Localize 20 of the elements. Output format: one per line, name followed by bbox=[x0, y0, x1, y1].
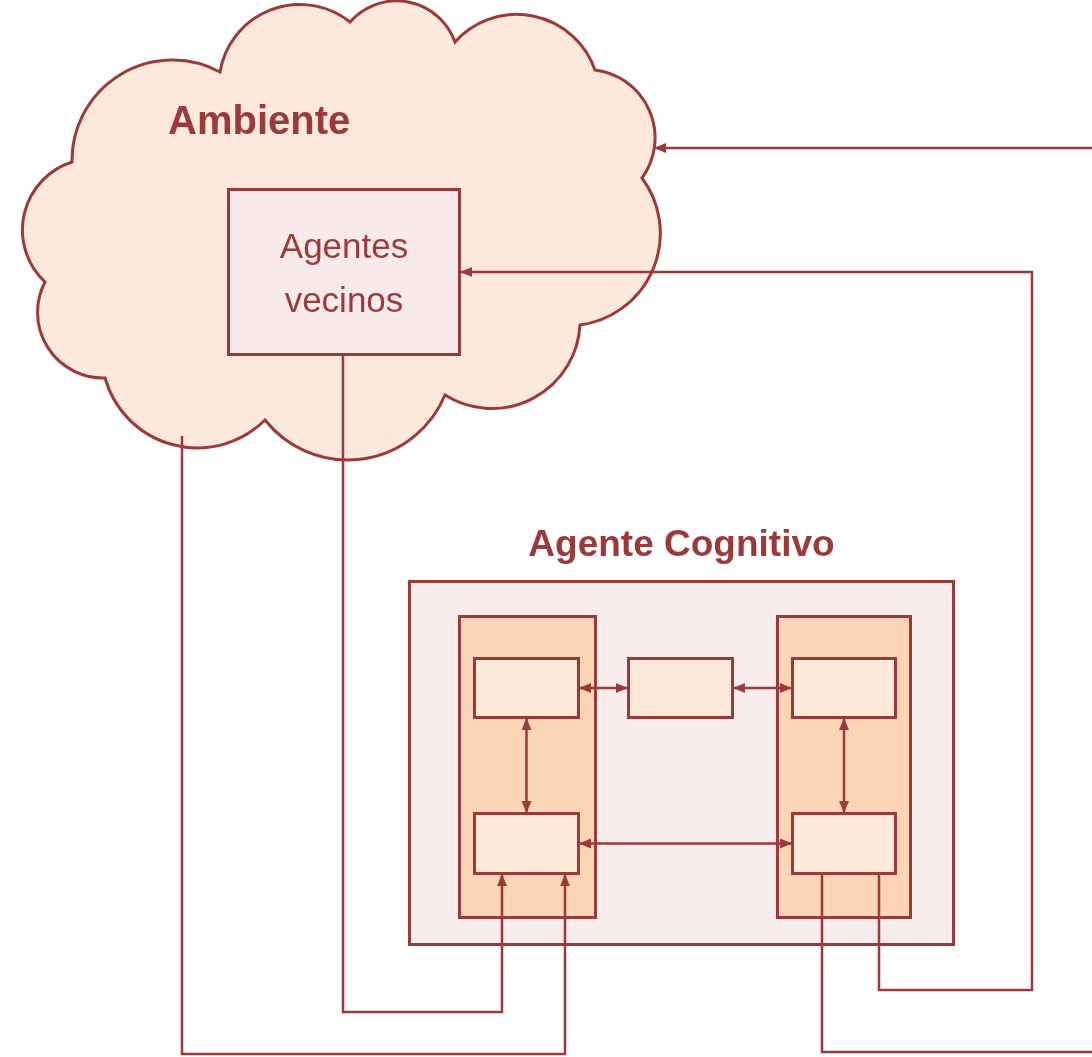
connector-arrow bbox=[459, 267, 1034, 992]
connector-arrow bbox=[732, 683, 793, 693]
module-box bbox=[473, 657, 580, 719]
connector-arrow bbox=[578, 683, 629, 693]
module-box bbox=[791, 657, 897, 719]
connector-arrow bbox=[180, 436, 570, 1056]
connector-arrow bbox=[341, 356, 507, 1014]
agent-title: Agente Cognitivo bbox=[528, 523, 835, 565]
connector-arrow bbox=[521, 717, 532, 814]
module-box bbox=[473, 812, 580, 875]
connector-arrow bbox=[653, 143, 1092, 1054]
column-box bbox=[776, 615, 912, 919]
cloud-title: Ambiente bbox=[168, 98, 351, 143]
connector-arrow bbox=[578, 838, 793, 849]
module-box bbox=[791, 812, 897, 875]
process-box bbox=[227, 188, 461, 356]
module-box bbox=[627, 657, 734, 719]
box-label: Agentes vecinos bbox=[278, 225, 410, 322]
connector-arrow bbox=[839, 717, 849, 814]
column-box bbox=[458, 615, 597, 919]
